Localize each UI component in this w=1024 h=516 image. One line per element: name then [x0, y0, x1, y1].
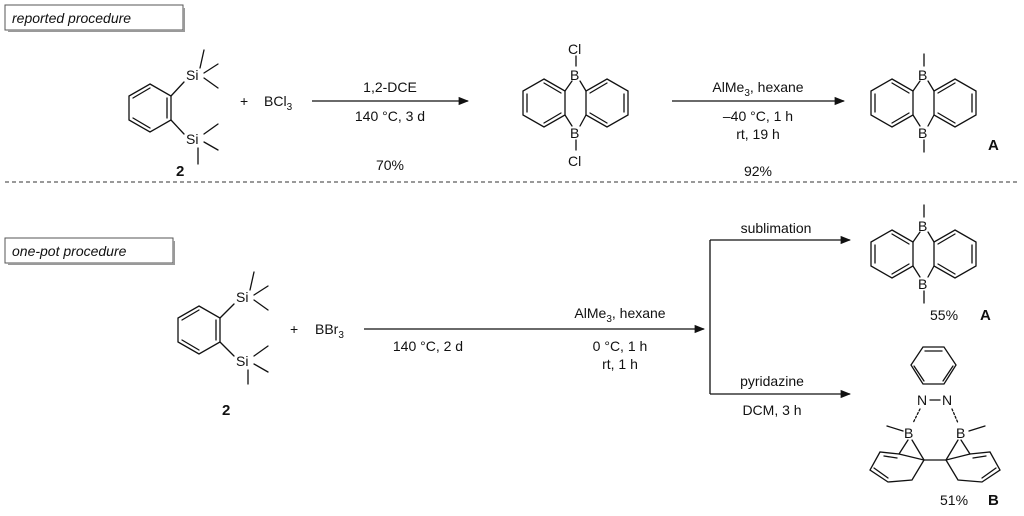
compound-label-A: A	[988, 137, 999, 154]
boron-atom-label: B	[904, 425, 913, 441]
compound-label-2: 2	[222, 402, 230, 419]
nitrogen-atom-label: N	[917, 392, 927, 408]
si-atom-label: Si	[236, 353, 248, 369]
reagent-bcl3: BCl3	[264, 93, 293, 113]
onepot-step2-conditions-1: 0 °C, 1 h	[593, 338, 648, 354]
dimethyl-boranthrene-structure-bottom: B B	[870, 204, 977, 304]
bis-tms-benzene-structure-bottom: Si Si	[177, 271, 269, 385]
chlorine-atom-label: Cl	[568, 41, 581, 57]
reported-procedure-box: reported procedure	[4, 4, 185, 32]
reagent-bbr3: BBr3	[315, 321, 344, 341]
si-atom-label: Si	[236, 289, 248, 305]
si-atom-label: Si	[186, 67, 198, 83]
step1-solvent: 1,2-DCE	[363, 79, 417, 95]
boron-atom-label: B	[956, 425, 965, 441]
pyridazine-conditions: DCM, 3 h	[742, 402, 801, 418]
boron-atom-label: B	[918, 218, 927, 234]
compound-label-2: 2	[176, 163, 184, 180]
step2-conditions-1: –40 °C, 1 h	[723, 108, 793, 124]
step1-yield: 70%	[376, 157, 404, 173]
one-pot-procedure-label: one-pot procedure	[12, 243, 127, 259]
boron-atom-label: B	[918, 276, 927, 292]
onepot-step2-conditions-2: rt, 1 h	[602, 356, 638, 372]
si-atom-label: Si	[186, 131, 198, 147]
sublimation-yield: 55%	[930, 307, 958, 323]
step2-reagent: AlMe3, hexane	[712, 79, 803, 99]
boron-atom-label: B	[918, 125, 927, 141]
boron-atom-label: B	[570, 67, 579, 83]
plus-sign: +	[240, 93, 248, 109]
reported-procedure-label: reported procedure	[12, 10, 131, 26]
dichloro-boranthrene-structure: B B Cl Cl	[522, 41, 629, 169]
pyridazine-adduct-structure: N N B B	[869, 346, 1001, 483]
step1-conditions: 140 °C, 3 d	[355, 108, 425, 124]
step2-yield: 92%	[744, 163, 772, 179]
pyridazine-label: pyridazine	[740, 373, 804, 389]
onepot-step2-reagent: AlMe3, hexane	[574, 305, 665, 325]
boron-atom-label: B	[918, 67, 927, 83]
compound-label-B: B	[988, 492, 999, 509]
chlorine-atom-label: Cl	[568, 153, 581, 169]
bis-tms-benzene-structure-top: Si Si	[128, 49, 219, 165]
one-pot-procedure-box: one-pot procedure	[4, 237, 175, 265]
dimethyl-boranthrene-structure-top: B B	[870, 53, 977, 153]
boron-atom-label: B	[570, 125, 579, 141]
pyridazine-yield: 51%	[940, 492, 968, 508]
compound-label-A: A	[980, 307, 991, 324]
plus-sign: +	[290, 321, 298, 337]
nitrogen-atom-label: N	[942, 392, 952, 408]
step2-conditions-2: rt, 19 h	[736, 126, 780, 142]
onepot-step1-conditions: 140 °C, 2 d	[393, 338, 463, 354]
sublimation-label: sublimation	[741, 220, 812, 236]
